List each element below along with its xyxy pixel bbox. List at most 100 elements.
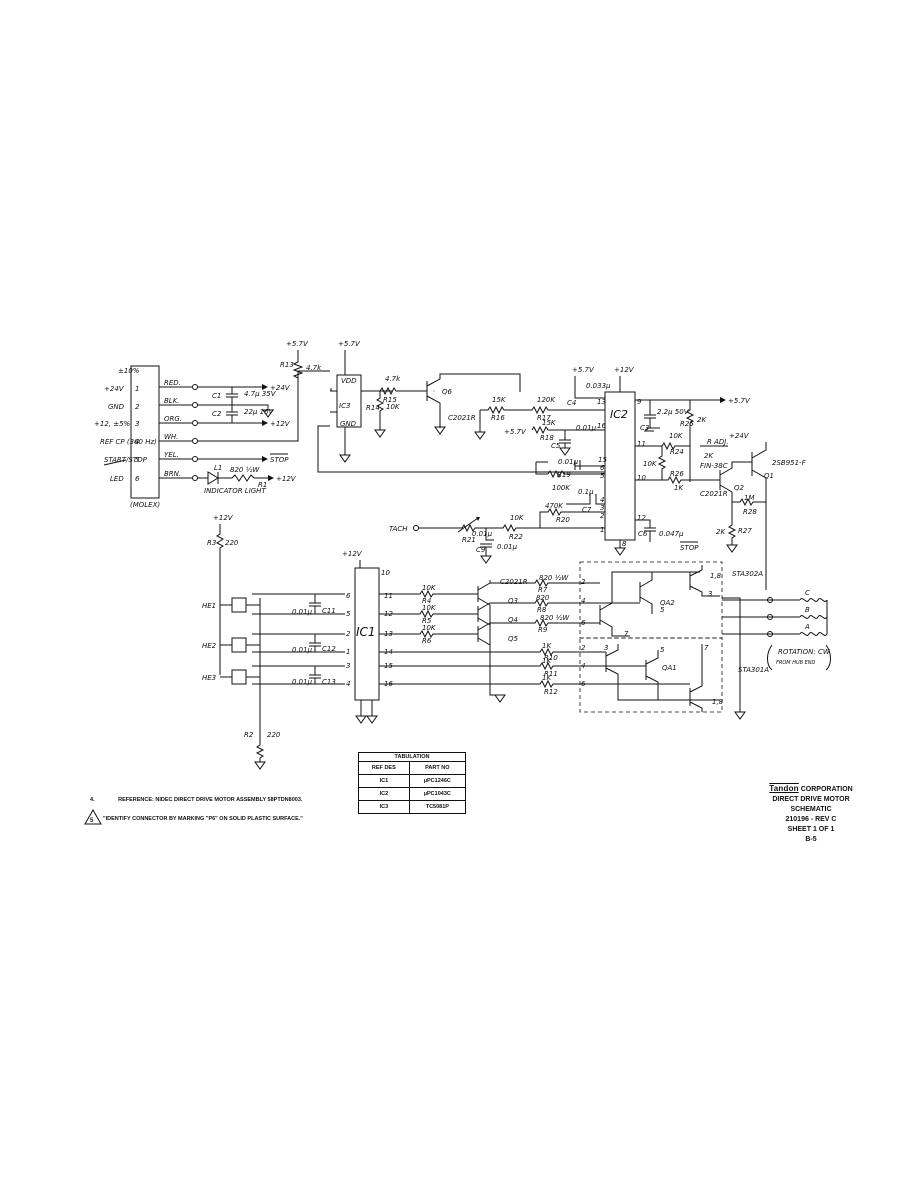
schematic-label: +12V <box>342 550 363 558</box>
schematic-label: 11 <box>384 592 393 600</box>
part-no-cell: µPC1043C <box>408 787 467 801</box>
schematic-label: 12 <box>637 514 646 522</box>
schematic-label: 3 <box>604 644 608 652</box>
schematic-label: GND <box>340 420 357 428</box>
schematic-label: R17 <box>537 414 551 422</box>
page-code: B-5 <box>805 836 817 843</box>
pin4-number: 4 <box>135 438 139 446</box>
schematic-label: R15 <box>383 396 397 404</box>
schematic-label: FROM HUB END <box>776 660 816 666</box>
schematic-label: STA301A <box>738 666 769 674</box>
schematic-label: 2K <box>697 416 707 424</box>
part-no-cell: TC5081P <box>408 800 467 814</box>
schematic-label: 1K <box>542 674 552 682</box>
schematic-label: R27 <box>738 527 752 535</box>
schematic-label: C2021R <box>500 578 528 586</box>
schematic-label: BLK. <box>164 397 180 405</box>
schematic-label: C4 <box>567 399 576 407</box>
schematic-label: 100K <box>552 484 571 492</box>
schematic-label: +12V <box>213 514 234 522</box>
drawing-number: 210196 - REV C <box>785 816 837 823</box>
schematic-label: 1 <box>346 648 350 656</box>
schematic-label: TACH <box>389 525 408 533</box>
schematic-label: 10K <box>422 624 437 632</box>
schematic-label: 1K <box>542 657 552 665</box>
schematic-label: R24 <box>670 448 684 456</box>
schematic-label: C <box>805 589 810 597</box>
pin5-number: 5 <box>135 456 140 464</box>
schematic-label: C13 <box>322 678 336 686</box>
note-marker-number: 5 <box>90 818 94 824</box>
schematic-label: R11 <box>544 670 558 678</box>
schematic-label: C2 <box>212 410 222 418</box>
schematic-label: 2 <box>346 630 351 638</box>
schematic-label: STA302A <box>732 570 763 578</box>
brand-logo: Tandon <box>769 784 799 793</box>
schematic-label: +12V <box>614 366 635 374</box>
schematic-label: 3 <box>600 504 604 512</box>
schematic-label: 10K <box>422 604 437 612</box>
schematic-label: A <box>804 623 810 631</box>
schematic-label: 1M <box>744 494 755 502</box>
pin3-number: 3 <box>135 420 139 428</box>
schematic-label: 0.01µ <box>558 458 579 466</box>
schematic-label: 7 <box>704 644 709 652</box>
ic2-pins: 9 13 16 15 6 5 4 3 2 1 11 10 12 8 <box>597 398 646 548</box>
schematic-label: R10 <box>544 654 558 662</box>
schematic-label: 3 <box>346 662 350 670</box>
note-4-number: 4. <box>90 797 95 803</box>
schematic-label: R1 <box>258 481 267 489</box>
header-part-no: PART NO <box>408 761 467 775</box>
schematic-label: 2 <box>581 578 586 586</box>
schematic-label: 10K <box>422 584 437 592</box>
schematic-label: C5 <box>551 442 561 450</box>
schematic-label: STOP <box>270 456 289 464</box>
schematic-label: R4 <box>422 597 431 605</box>
schematic-label: 820 <box>536 594 550 602</box>
schematic-label: 4 <box>346 680 350 688</box>
hall-sensor-section: +12V R3 220 HE1 HE2 HE3 R2 220 C11 0.01µ… <box>202 514 580 770</box>
schematic-label: R19 <box>557 471 571 479</box>
schematic-label: 0.01µ <box>292 678 313 686</box>
schematic-label: +5.7V <box>338 340 361 348</box>
schematic-label: 8 <box>622 540 627 548</box>
schematic-label: 15K <box>492 396 507 404</box>
drawing-type: SCHEMATIC <box>790 806 832 813</box>
schematic-label: 4 <box>600 496 604 504</box>
schematic-label: R22 <box>509 533 523 541</box>
pin4-signal: REF CP (360 Hz) <box>100 438 157 446</box>
schematic-label: 10K <box>386 403 401 411</box>
schematic-label: 2K <box>704 452 714 460</box>
schematic-label: R12 <box>544 688 558 696</box>
schematic-label: 120K <box>537 396 556 404</box>
schematic-label: 1K <box>542 642 552 650</box>
schematic-label: 10K <box>669 432 684 440</box>
schematic-label: 10K <box>643 460 658 468</box>
schematic-label: R14 <box>366 404 380 412</box>
schematic-label: 3 <box>708 590 712 598</box>
schematic-label: 11 <box>637 440 646 448</box>
schematic-label: R3 <box>207 539 216 547</box>
schematic-label: 0.033µ <box>586 382 611 390</box>
pin3-signal: +12, ±5% <box>94 420 131 428</box>
schematic-label: 10 <box>381 569 390 577</box>
schematic-label: C2021R <box>700 490 728 498</box>
driver-arrays: STA302A STA301A QA2 QA1 2 4 6 2 4 6 1,8 … <box>579 561 831 720</box>
ref-des-cell: IC3 <box>358 800 410 814</box>
schematic-label: 4.7k <box>385 375 401 383</box>
schematic-label: IC3 <box>339 402 350 410</box>
schematic-label: R28 <box>743 508 757 516</box>
schematic-label: B <box>805 606 810 614</box>
schematic-label: 220 <box>225 539 239 547</box>
schematic-label: 10K <box>510 514 525 522</box>
schematic-label: YEL. <box>164 451 179 459</box>
schematic-label: 1,8 <box>712 698 724 706</box>
schematic-label: 0.01µ <box>292 608 313 616</box>
schematic-label: R6 <box>422 637 432 645</box>
schematic-label: 820 ½W <box>539 574 569 582</box>
title-block: Tandon CORPORATION DIRECT DRIVE MOTOR SC… <box>746 784 876 845</box>
pin1-signal: +24V <box>104 385 125 393</box>
schematic-label: RED. <box>164 379 181 387</box>
schematic-label: +5.7V <box>572 366 595 374</box>
schematic-label: +24V <box>729 432 750 440</box>
